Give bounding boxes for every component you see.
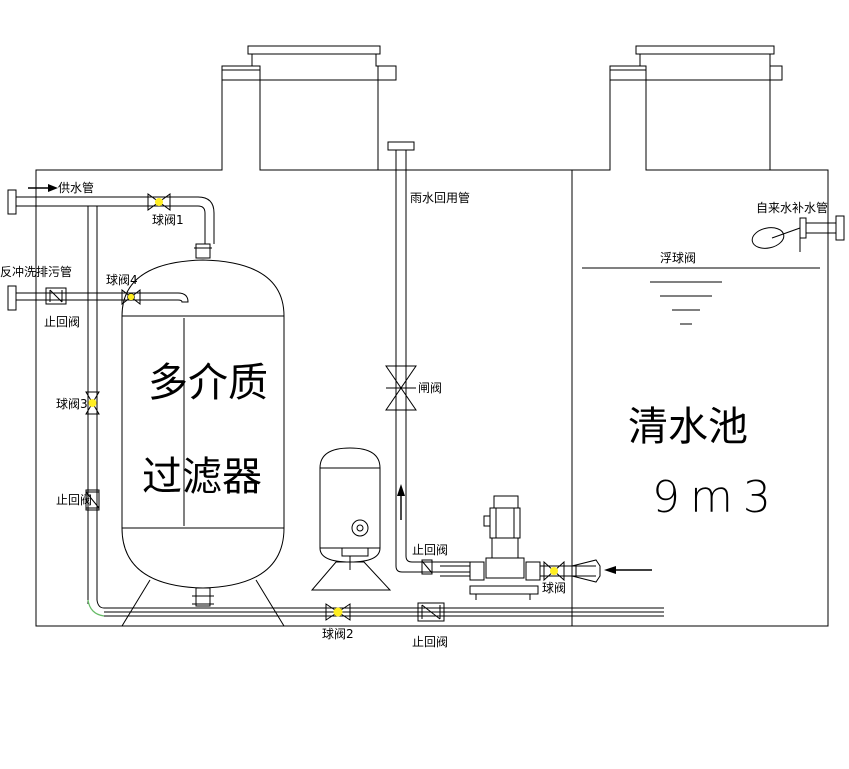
check-valve-pump-label: 止回阀	[412, 543, 448, 557]
tap-water-makeup-label: 自来水补水管	[756, 200, 828, 215]
filter-name-line1: 多介质	[148, 360, 268, 406]
check-valve-left-mid-label: 止回阀	[56, 493, 92, 507]
filter-name-line2: 过滤器	[142, 454, 262, 500]
rainwater-pipe-label: 雨水回用管	[410, 190, 470, 205]
ball-valve-1-label: 球阀1	[152, 213, 184, 227]
rainwater-reuse-pipe	[385, 141, 470, 575]
pump-assembly	[440, 495, 652, 600]
ball-valve-2-label: 球阀2	[322, 627, 354, 641]
ball-valve-3-label: 球阀3	[56, 397, 88, 411]
supply-pipe	[7, 184, 215, 604]
backwash-drain-pipe	[7, 285, 189, 311]
hatch-cover-left	[221, 45, 397, 81]
water-level	[582, 267, 820, 325]
tank-name: 清水池	[628, 404, 748, 450]
ball-valve-pump-label: 球阀	[542, 581, 566, 595]
pressure-tank	[310, 447, 392, 591]
hatch-cover-right	[609, 45, 783, 81]
tank-volume: 9m3	[652, 472, 781, 523]
float-valve-label: 浮球阀	[660, 251, 696, 265]
multimedia-filter	[121, 243, 285, 627]
supply-pipe-label: 供水管	[58, 180, 94, 195]
backwash-drain-label: 反冲洗排污管	[0, 264, 72, 279]
tap-water-makeup-pipe	[751, 215, 845, 252]
check-valve-left-mid	[85, 489, 100, 511]
gate-valve-label: 闸阀	[418, 381, 442, 395]
check-valve-bottom-label: 止回阀	[412, 635, 448, 649]
ball-valve-4-label: 球阀4	[106, 273, 138, 287]
bottom-header-pipe	[87, 599, 664, 622]
check-valve-left-top-label: 止回阀	[44, 315, 80, 329]
ball-valve-3	[85, 391, 100, 415]
ball-valve-1	[147, 193, 171, 211]
